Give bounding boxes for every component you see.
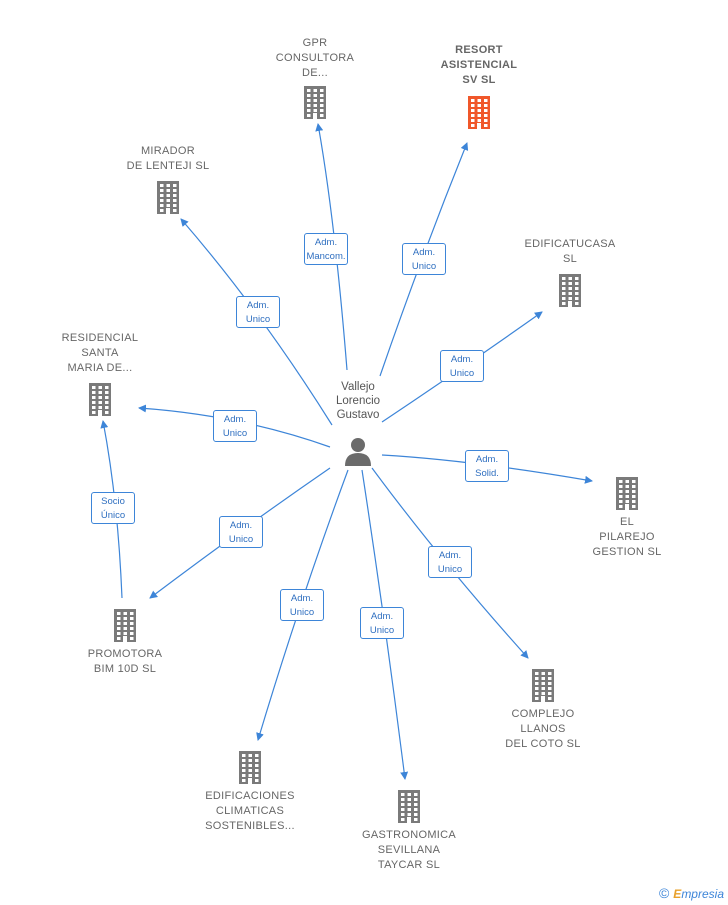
building-icon xyxy=(532,669,554,702)
relation-label-promotora: Adm. Unico xyxy=(219,516,263,548)
relation-label-pilarejo: Adm. Solid. xyxy=(465,450,509,482)
building-icon xyxy=(89,383,111,416)
company-label: GASTRONOMICA SEVILLANA TAYCAR SL xyxy=(361,829,457,871)
building-icon xyxy=(304,86,326,119)
relation-label-gpr: Adm. Mancom. xyxy=(304,233,348,265)
company-label: GPR CONSULTORA DE... xyxy=(275,37,355,79)
relation-label-gastronomica: Adm. Unico xyxy=(360,607,404,639)
building-icon xyxy=(239,751,261,784)
copyright-symbol: © xyxy=(658,885,670,901)
company-label: EDIFICACIONES CLIMATICAS SOSTENIBLES... xyxy=(205,790,295,832)
brand-footer: ©Empresia xyxy=(659,885,724,901)
brand-initial: E xyxy=(673,887,682,901)
person-icon xyxy=(345,438,371,466)
company-label: RESIDENCIAL SANTA MARIA DE... xyxy=(61,332,139,374)
building-icon xyxy=(616,477,638,510)
relation-label-complejo: Adm. Unico xyxy=(428,546,472,578)
company-label: PROMOTORA BIM 10D SL xyxy=(87,648,163,675)
company-label: COMPLEJO LLANOS DEL COTO SL xyxy=(505,708,581,750)
relation-label-residencial: Adm. Unico xyxy=(213,410,257,442)
brand-name: mpresia xyxy=(681,887,724,901)
relation-label-mirador: Adm. Unico xyxy=(236,296,280,328)
relation-label-residencial: Socio Único xyxy=(91,492,135,524)
company-label: EL PILAREJO GESTION SL xyxy=(592,516,662,558)
company-label: EDIFICATUCASA SL xyxy=(524,238,616,265)
building-icon xyxy=(398,790,420,823)
building-icon xyxy=(468,96,490,129)
company-label: MIRADOR DE LENTEJI SL xyxy=(126,145,210,172)
relation-label-resort: Adm. Unico xyxy=(402,243,446,275)
company-label: RESORT ASISTENCIAL SV SL xyxy=(440,44,518,86)
relation-label-edificatucasa: Adm. Unico xyxy=(440,350,484,382)
building-icon xyxy=(114,609,136,642)
building-icon xyxy=(157,181,179,214)
building-icon xyxy=(559,274,581,307)
person-name-label[interactable]: Vallejo Lorencio Gustavo xyxy=(335,381,381,421)
relation-label-edificaciones: Adm. Unico xyxy=(280,589,324,621)
